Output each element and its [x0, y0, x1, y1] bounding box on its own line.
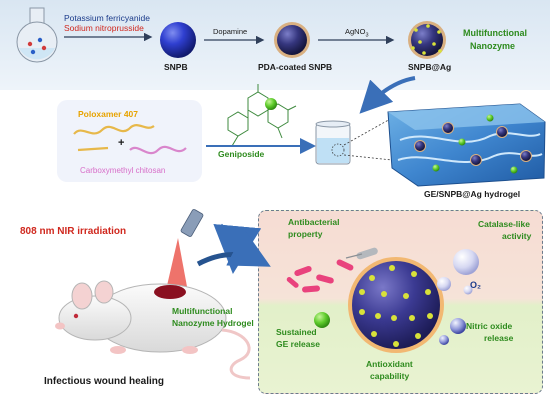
zoom-line-2	[343, 154, 393, 161]
geniposide-label: Geniposide	[218, 149, 265, 159]
sustained-line-1: Sustained	[276, 327, 317, 337]
catalase-line-1: Catalase-like	[478, 219, 530, 229]
snpb-ag-sphere	[411, 24, 443, 56]
infectious-wound-healing-caption: Infectious wound healing	[44, 376, 164, 387]
geniposide-sphere	[265, 98, 277, 110]
pda-snpb-label: PDA-coated SNPB	[258, 62, 333, 72]
ag-dots	[411, 24, 442, 55]
multifunctional-nanozyme-line-1: Multifunctional	[463, 28, 527, 38]
reagent-potassium-ferricyanide: Potassium ferricyanide	[64, 13, 150, 23]
ge-sphere	[314, 312, 330, 328]
nir-label: 808 nm NIR irradiation	[20, 226, 127, 237]
needle-icon	[345, 247, 378, 260]
antioxidant-line-1: Antioxidant	[366, 359, 413, 369]
polymer-box	[57, 100, 202, 182]
nanozyme-core	[352, 261, 440, 349]
nitric-oxide-line-2: release	[484, 333, 514, 343]
antibacterial-line-2: property	[288, 229, 323, 239]
multifunctional-nanozyme-line-2: Nanozyme	[470, 41, 516, 51]
pda-sphere	[277, 25, 307, 55]
hydrogel-block	[387, 103, 546, 187]
oxygen-bubble-small	[463, 285, 473, 295]
poloxamer-chain	[73, 124, 155, 135]
nanozyme-ag-dots	[359, 265, 433, 347]
antioxidant-line-2: capability	[370, 371, 410, 381]
nanozyme-hydrogel-line-2: Nanozyme Hydrogel	[172, 318, 254, 328]
chitosan-label: Carboxymethyl chitosan	[80, 166, 166, 175]
laser-icon	[166, 209, 204, 292]
oxygen-label: O₂	[470, 280, 481, 290]
bacteria-group	[286, 259, 354, 293]
zoom-line-1	[343, 117, 393, 146]
flask-icon	[16, 7, 58, 63]
catalase-bubble	[453, 249, 479, 275]
geniposide-molecule	[227, 84, 297, 147]
no-bubble	[450, 318, 466, 334]
dopamine-label: Dopamine	[213, 27, 248, 36]
snpb-label: SNPB	[164, 62, 188, 72]
reagent-sodium-nitroprusside: Sodium nitroprusside	[64, 23, 144, 33]
plus-sign: +	[118, 137, 125, 149]
antibacterial-line-1: Antibacterial	[288, 217, 340, 227]
arrow-to-inset	[196, 230, 271, 267]
agno3-label: AgNO3	[345, 27, 369, 39]
chitosan-chain	[129, 145, 187, 155]
snpb-ag-label: SNPB@Ag	[408, 62, 452, 72]
nitric-oxide-line-1: Nitric oxide	[466, 321, 513, 331]
wound-site	[154, 285, 186, 299]
mouse-icon	[55, 280, 251, 380]
catalase-line-2: activity	[502, 231, 532, 241]
no-bubble-small	[439, 335, 449, 345]
arrow-nanozyme-to-beaker	[359, 76, 416, 114]
nanozyme-hydrogel-line-1: Multifunctional	[172, 306, 233, 316]
poloxamer-label: Poloxamer 407	[78, 109, 139, 119]
hydrogel-label: GE/SNPB@Ag hydrogel	[424, 189, 521, 199]
sustained-line-2: GE release	[276, 339, 320, 349]
mechanism-inset	[258, 210, 543, 394]
poloxamer-chain-2	[77, 146, 109, 152]
oxygen-bubble	[437, 277, 451, 291]
snpb-sphere	[160, 22, 196, 58]
beaker-icon	[315, 120, 351, 165]
